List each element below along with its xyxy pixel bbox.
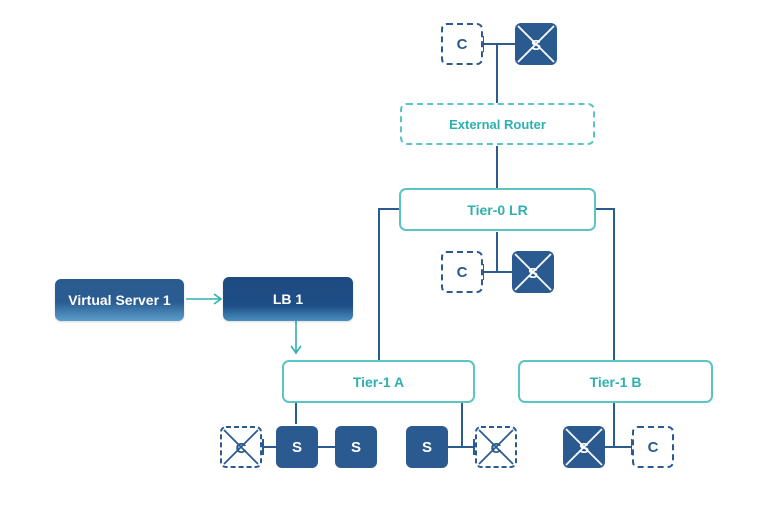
- crossed-segment-icon: S: [512, 251, 554, 293]
- tier0-label: Tier-0 LR: [467, 201, 528, 218]
- virtual-server-node[interactable]: Virtual Server 1: [55, 279, 184, 321]
- load-balancer-label: LB 1: [272, 291, 304, 307]
- segment-label: S: [291, 438, 302, 456]
- tier1a-segment-1[interactable]: S: [276, 426, 318, 468]
- arrow-vs-to-lb-head: [213, 293, 223, 305]
- bottom-mid-crossed-container-icon[interactable]: C: [475, 426, 517, 468]
- mid-crossed-segment-icon[interactable]: S: [512, 251, 554, 293]
- crossed-container-icon: C: [220, 426, 262, 468]
- segment-label: S: [350, 438, 361, 456]
- tier1a-label: Tier-1 A: [352, 373, 405, 390]
- top-crossed-segment-icon[interactable]: S: [515, 23, 557, 65]
- container-label: C: [236, 440, 247, 457]
- tier1b-container-node[interactable]: C: [632, 426, 674, 468]
- crossed-container-icon: C: [475, 426, 517, 468]
- container-label: C: [491, 440, 502, 457]
- arrow-lb-to-tier1a-head: [290, 345, 302, 355]
- segment-label: S: [528, 265, 538, 282]
- segment-label: S: [531, 37, 541, 54]
- bottom-right-crossed-segment-icon[interactable]: S: [563, 426, 605, 468]
- tier1a-segment-2[interactable]: S: [335, 426, 377, 468]
- external-router-label: External Router: [449, 116, 546, 132]
- bottom-left-crossed-container-icon[interactable]: C: [220, 426, 262, 468]
- tier1b-router-node[interactable]: Tier-1 B: [518, 360, 713, 403]
- segment-label: S: [579, 440, 589, 457]
- connector-tier0-tier1a: [378, 208, 399, 360]
- connector-tier0-tier1b: [596, 208, 615, 360]
- container-label: C: [456, 263, 468, 281]
- virtual-server-label: Virtual Server 1: [68, 292, 171, 308]
- load-balancer-node[interactable]: LB 1: [223, 277, 353, 321]
- mid-container-node[interactable]: C: [441, 251, 483, 293]
- container-label: C: [647, 438, 659, 456]
- tier1a-segment-3[interactable]: S: [406, 426, 448, 468]
- external-router-node[interactable]: External Router: [400, 103, 595, 145]
- tier1b-label: Tier-1 B: [589, 373, 642, 390]
- tier0-router-node[interactable]: Tier-0 LR: [399, 188, 596, 231]
- container-label: C: [456, 35, 468, 53]
- tier1a-router-node[interactable]: Tier-1 A: [282, 360, 475, 403]
- crossed-segment-icon: S: [563, 426, 605, 468]
- top-container-node[interactable]: C: [441, 23, 483, 65]
- segment-label: S: [421, 438, 432, 456]
- crossed-segment-icon: S: [515, 23, 557, 65]
